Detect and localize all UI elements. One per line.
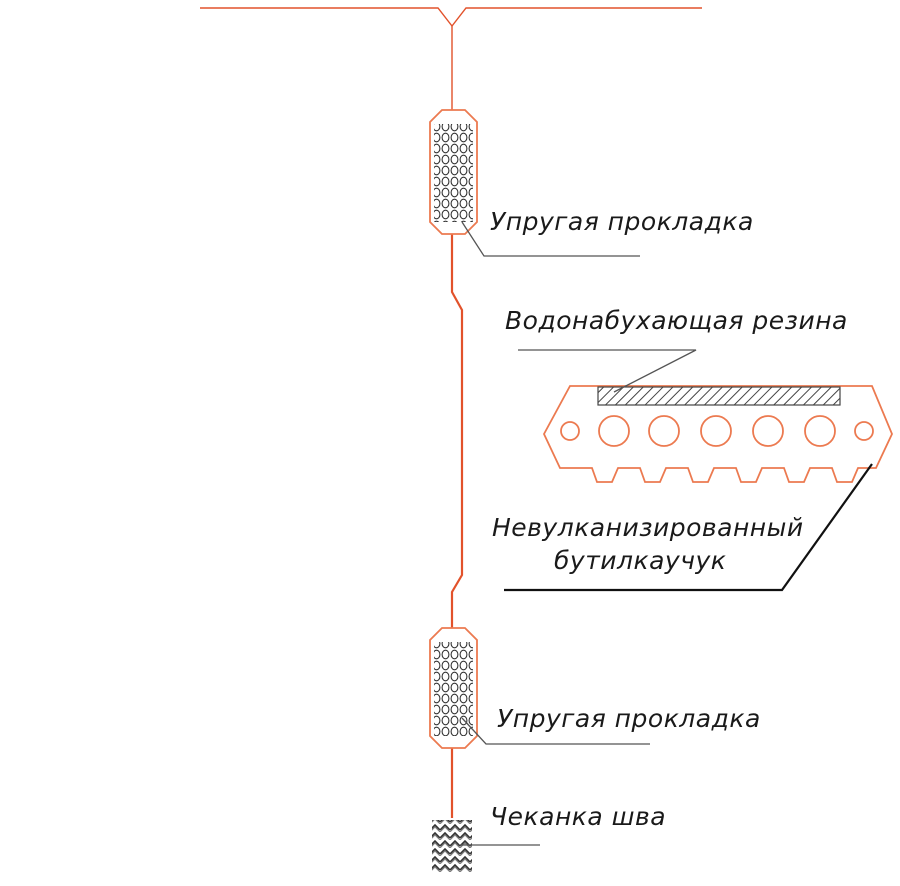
swelling-rubber-leader <box>518 349 697 393</box>
label-pad-lower: Упругая прокладка <box>497 704 761 733</box>
elastic-pad-upper <box>429 109 640 257</box>
label-swelling-rubber: Водонабухающая резина <box>505 306 848 335</box>
label-caulking: Чеканка шва <box>490 802 666 831</box>
label-pad-upper: Упругая прокладка <box>490 207 754 236</box>
profile-holes <box>560 415 874 447</box>
pad-lower-leader <box>461 717 650 745</box>
pad-upper-leader <box>461 221 640 257</box>
seam-caulking <box>432 820 540 872</box>
sealing-profile <box>504 349 893 592</box>
butyl-leader <box>504 463 873 592</box>
elastic-pad-lower <box>429 627 650 749</box>
swelling-rubber-strip <box>597 386 841 406</box>
label-butyl-line1: Невулканизированный <box>492 513 804 542</box>
label-butyl-line2: бутилкаучук <box>554 546 726 575</box>
vertical-joint-line <box>450 26 464 818</box>
top-seam-line <box>200 7 702 28</box>
